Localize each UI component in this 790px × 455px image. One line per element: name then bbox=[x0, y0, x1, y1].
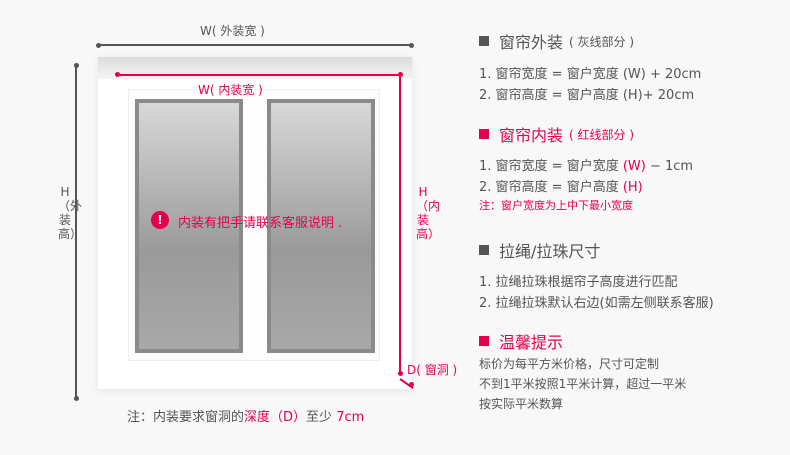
cord-line-2: 2. 拉绳拉珠默认右边(如需左侧联系客服) bbox=[479, 296, 714, 311]
line-end-dot bbox=[409, 43, 414, 48]
line-rest: + 20cm bbox=[645, 67, 702, 82]
note-value: 7cm bbox=[336, 410, 365, 425]
line-rest: + 20cm bbox=[642, 88, 695, 103]
line-end-dot bbox=[115, 72, 120, 77]
outer-line-1: 1. 窗帘宽度 = 窗户宽度 (W) + 20cm bbox=[479, 63, 701, 82]
inner-note: 注：窗户宽度为上中下最小宽度 bbox=[479, 199, 633, 212]
outer-width-line bbox=[98, 44, 412, 46]
tip-line: 不到1平米按照1平米计算，超过一平米 bbox=[479, 377, 687, 391]
line-end-dot bbox=[74, 396, 79, 401]
square-icon bbox=[479, 129, 489, 139]
line-end-dot bbox=[409, 382, 414, 387]
note-prefix: 注：内装要求窗洞的 bbox=[127, 410, 245, 425]
line-end-dot bbox=[398, 371, 403, 376]
tip-line: 按实际平米数算 bbox=[479, 397, 564, 411]
inner-width-label: W( 内装宽 ) bbox=[198, 83, 263, 97]
section-title: 拉绳/拉珠尺寸 bbox=[499, 242, 601, 261]
inner-width-line bbox=[117, 74, 401, 76]
section-tips-header: 温馨提示 bbox=[479, 329, 563, 353]
line-text: 2. 窗帘高度 = 窗户高度 bbox=[479, 180, 623, 195]
section-title: 窗帘内装 bbox=[499, 126, 564, 145]
note-middle: 至少 bbox=[306, 410, 333, 425]
square-icon bbox=[479, 36, 489, 46]
line-var: (W) bbox=[622, 67, 646, 82]
note-highlight: 深度（D） bbox=[244, 410, 307, 425]
depth-label: D( 窗洞 ) bbox=[407, 363, 458, 377]
cord-line-1: 1. 拉绳拉珠根据帘子高度进行匹配 bbox=[479, 275, 678, 290]
section-inner-header: 窗帘内装 ( 红线部分 ) bbox=[479, 122, 634, 146]
line-text: 2. 窗帘高度 = 窗户高度 bbox=[479, 88, 623, 103]
section-cord-header: 拉绳/拉珠尺寸 bbox=[479, 238, 600, 262]
outer-height-label: H（外装高） bbox=[58, 185, 83, 241]
tip-line: 标价为每平方米价格，尺寸可定制 bbox=[479, 357, 660, 371]
inner-height-label: H（内装高） bbox=[416, 185, 441, 241]
line-rest: − 1cm bbox=[645, 159, 694, 174]
line-end-dot bbox=[398, 72, 403, 77]
inner-line-2: 2. 窗帘高度 = 窗户高度 (H) bbox=[479, 176, 643, 195]
line-var: (H) bbox=[622, 88, 643, 103]
inner-height-line bbox=[399, 75, 401, 374]
outer-width-label: W( 外装宽 ) bbox=[200, 24, 265, 38]
section-subtitle: ( 灰线部分 ) bbox=[569, 34, 635, 49]
section-outer-header: 窗帘外装 ( 灰线部分 ) bbox=[479, 29, 634, 53]
alert-icon: ! bbox=[151, 211, 169, 229]
inner-line-1: 1. 窗帘宽度 = 窗户宽度 (W) − 1cm bbox=[479, 155, 693, 174]
outer-line-2: 2. 窗帘高度 = 窗户高度 (H)+ 20cm bbox=[479, 84, 694, 103]
section-title: 温馨提示 bbox=[499, 333, 564, 352]
line-var: (W) bbox=[622, 159, 646, 174]
line-var: (H) bbox=[622, 180, 643, 195]
window-bevel bbox=[98, 57, 412, 79]
line-end-dot bbox=[96, 43, 101, 48]
outer-height-line bbox=[75, 65, 77, 399]
alert-text: 内装有把手请联系客服说明 . bbox=[178, 216, 343, 231]
line-end-dot bbox=[74, 63, 79, 68]
section-title: 窗帘外装 bbox=[499, 33, 564, 52]
square-icon bbox=[479, 245, 489, 255]
section-subtitle: ( 红线部分 ) bbox=[569, 127, 635, 142]
window-pane-right bbox=[267, 99, 375, 353]
tips-text: 标价为每平方米价格，尺寸可定制 不到1平米按照1平米计算，超过一平米 按实际平米… bbox=[479, 354, 686, 414]
bottom-note: 注：内装要求窗洞的深度（D）至少 7cm bbox=[127, 406, 364, 425]
line-text: 1. 窗帘宽度 = 窗户宽度 bbox=[479, 67, 623, 82]
line-text: 1. 窗帘宽度 = 窗户宽度 bbox=[479, 159, 623, 174]
square-icon bbox=[479, 336, 489, 346]
